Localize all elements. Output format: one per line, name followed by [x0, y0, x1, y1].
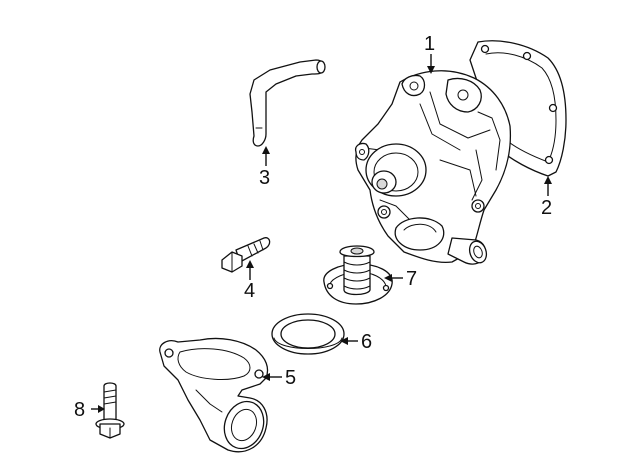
- callout-7: 7: [406, 268, 417, 290]
- bypass-pipe-part-3[interactable]: [249, 59, 326, 147]
- leader-5: [262, 373, 282, 381]
- bolt-part-4[interactable]: [221, 237, 271, 273]
- leader-6: [340, 337, 358, 345]
- thermostat-housing-part-5[interactable]: [159, 337, 270, 454]
- gasket-part-2[interactable]: [469, 40, 567, 177]
- callout-2: 2: [541, 197, 552, 219]
- flange-bolt-part-8[interactable]: [95, 382, 125, 439]
- leader-8: [91, 405, 105, 413]
- leader-4: [246, 260, 254, 280]
- callout-6: 6: [361, 331, 372, 353]
- thermostat-part-7[interactable]: [323, 245, 393, 305]
- seal-ring-part-6[interactable]: [271, 313, 345, 355]
- callout-8: 8: [74, 399, 85, 421]
- callout-3: 3: [259, 167, 270, 189]
- callout-1: 1: [424, 33, 435, 55]
- callout-4: 4: [244, 280, 255, 302]
- water-pump-part-1[interactable]: [354, 70, 512, 265]
- leader-3: [262, 146, 270, 166]
- leader-2: [544, 176, 552, 196]
- callout-5: 5: [285, 367, 296, 389]
- leader-1: [427, 54, 435, 74]
- leader-7: [384, 274, 403, 282]
